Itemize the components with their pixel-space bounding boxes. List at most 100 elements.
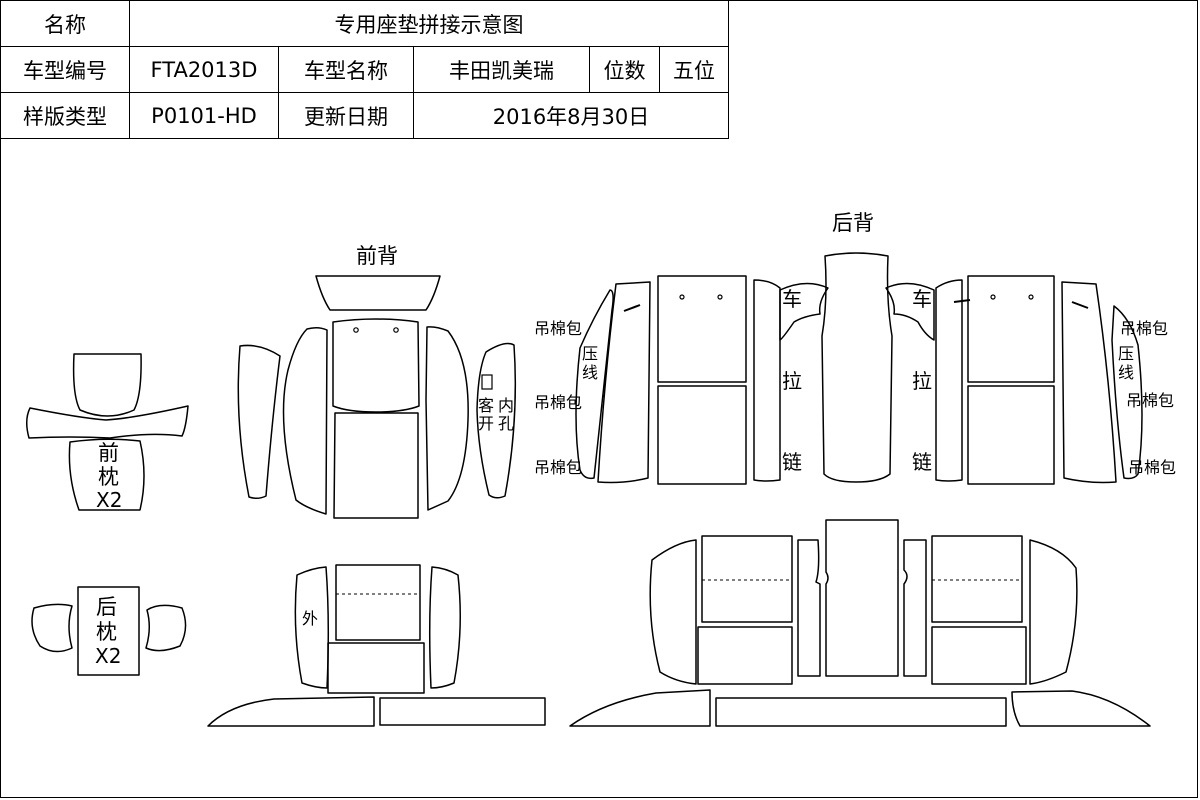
hanging-cotton-label-l2: 吊棉包 (534, 393, 582, 412)
front-headrest-qty: X2 (96, 488, 122, 512)
rear-cushion-left-upper-piece (701, 535, 793, 623)
rear-headrest-label-1: 后 (96, 595, 117, 619)
hanging-cotton-label-l3: 吊棉包 (534, 458, 582, 477)
rear-back-right-ear-piece (885, 282, 935, 341)
rear-back-left-zip-piece (753, 279, 781, 482)
rear-back-group: 后背 吊棉包 吊棉包 吊棉包 压 线 吊棉包 吊棉包 吊棉包 压 线 (534, 211, 1176, 485)
front-back-top-piece (315, 275, 441, 311)
front-cushion-upper-piece (335, 564, 421, 641)
diagram-title: 专用座垫拼接示意图 (129, 0, 729, 47)
rear-cushion-right-lower-piece (931, 626, 1027, 685)
update-date-value: 2016年8月30日 (413, 92, 729, 139)
front-headrest-label-1: 前 (98, 441, 119, 465)
zipper-label-right-3: 链 (912, 450, 932, 474)
front-headrest-group: 前 枕 X2 (26, 353, 189, 512)
info-table: 名称 专用座垫拼接示意图 车型编号 FTA2013D 车型名称 丰田凯美瑞 位数… (0, 0, 729, 139)
rear-back-right-outer-piece (1111, 305, 1143, 480)
hanging-cotton-label-r3: 吊棉包 (1128, 458, 1176, 477)
inner-hole-label-2: 孔 (498, 414, 514, 433)
front-back-upper-piece (332, 318, 420, 413)
rear-cushion-group (649, 519, 1078, 685)
update-date-label: 更新日期 (278, 92, 414, 139)
press-line-label-l1: 压 (582, 344, 598, 363)
rear-back-left-mark (623, 304, 641, 312)
front-back-title: 前背 (356, 244, 398, 268)
outside-label: 外 (302, 609, 318, 628)
template-type-value: P0101-HD (129, 92, 279, 139)
front-back-left-side-piece (282, 326, 328, 515)
rear-back-left-outer-piece (575, 289, 614, 480)
front-back-hole-left (353, 327, 359, 333)
customer-open-label-1: 客 (478, 396, 494, 415)
inner-hole-label-1: 内 (498, 396, 514, 415)
front-back-group: 前背 客 开 内 孔 (237, 244, 517, 519)
rear-back-right-upper-piece (967, 275, 1055, 383)
front-cushion-left-side-piece (294, 566, 330, 689)
front-cushion-lower-piece (327, 642, 425, 694)
rear-headrest-right-piece (145, 604, 187, 652)
rear-back-right-hole-1 (990, 294, 996, 300)
front-headrest-main-piece (68, 438, 145, 511)
model-name-label: 车型名称 (278, 46, 414, 93)
rear-cushion-right-outer-piece (1029, 539, 1078, 685)
zipper-label-right-2: 拉 (912, 369, 932, 393)
zipper-label-left-2: 拉 (782, 369, 802, 393)
zipper-label-right-1: 车 (912, 287, 932, 311)
rear-headrest-qty: X2 (95, 644, 121, 668)
rear-bottom-strip-center (715, 697, 1007, 727)
template-type-label: 样版类型 (0, 92, 130, 139)
rear-bottom-strip-right (1011, 690, 1151, 727)
front-back-right-outer-piece (476, 342, 517, 499)
customer-hole-square (481, 374, 493, 390)
front-bottom-strip-right (379, 697, 546, 726)
rear-back-title: 后背 (832, 211, 874, 235)
model-code-label: 车型编号 (0, 46, 130, 93)
press-line-label-r1: 压 (1118, 344, 1134, 363)
rear-back-right-mark-2 (1071, 301, 1089, 309)
rear-back-left-ear-piece (779, 282, 829, 341)
press-line-label-r2: 线 (1118, 363, 1134, 382)
front-headrest-band-piece (26, 405, 189, 439)
rear-cushion-left-outer-piece (649, 539, 697, 685)
rear-cushion-left-lower-piece (697, 626, 793, 685)
rear-back-right-side-piece (1061, 281, 1117, 484)
hanging-cotton-label-r1: 吊棉包 (1120, 319, 1168, 338)
front-cushion-right-side-piece (428, 566, 461, 689)
seats-label: 位数 (589, 46, 660, 93)
rear-back-right-zip-piece (935, 279, 963, 482)
rear-back-left-lower-piece (657, 385, 747, 485)
rear-headrest-main-piece (77, 586, 140, 676)
rear-cushion-left-narrow-piece (797, 539, 821, 677)
front-headrest-top-piece (72, 353, 142, 417)
front-back-hole-right (393, 327, 399, 333)
rear-back-left-hole-2 (717, 294, 723, 300)
rear-back-center-piece (821, 252, 893, 483)
rear-cushion-right-narrow-piece (903, 539, 927, 677)
hanging-cotton-label-l1: 吊棉包 (534, 319, 582, 338)
seats-value: 五位 (659, 46, 729, 93)
rear-back-left-hole-1 (679, 294, 685, 300)
rear-headrest-group: 后 枕 X2 (31, 586, 187, 676)
rear-headrest-left-piece (31, 603, 73, 653)
rear-back-left-side-piece (597, 281, 651, 484)
rear-back-left-upper-piece (657, 275, 747, 383)
front-back-lower-piece (333, 412, 419, 519)
rear-cushion-center-piece (825, 519, 899, 677)
front-back-left-outer-piece (237, 344, 281, 500)
hanging-cotton-label-r2: 吊棉包 (1126, 391, 1174, 410)
rear-back-right-lower-piece (967, 385, 1055, 485)
model-code-value: FTA2013D (129, 46, 279, 93)
zipper-label-left-1: 车 (782, 287, 802, 311)
front-back-right-side-piece (425, 326, 469, 511)
front-cushion-group: 外 (294, 564, 461, 694)
table-row: 样版类型 P0101-HD 更新日期 2016年8月30日 (0, 92, 729, 139)
rear-back-right-hole-2 (1028, 294, 1034, 300)
customer-open-label-2: 开 (478, 414, 494, 433)
front-bottom-strip-left (207, 696, 375, 727)
front-headrest-label-2: 枕 (98, 465, 119, 489)
rear-cushion-right-upper-piece (931, 535, 1023, 623)
table-row: 名称 专用座垫拼接示意图 (0, 0, 729, 47)
press-line-label-l2: 线 (582, 363, 598, 382)
rear-headrest-label-2: 枕 (96, 620, 117, 644)
